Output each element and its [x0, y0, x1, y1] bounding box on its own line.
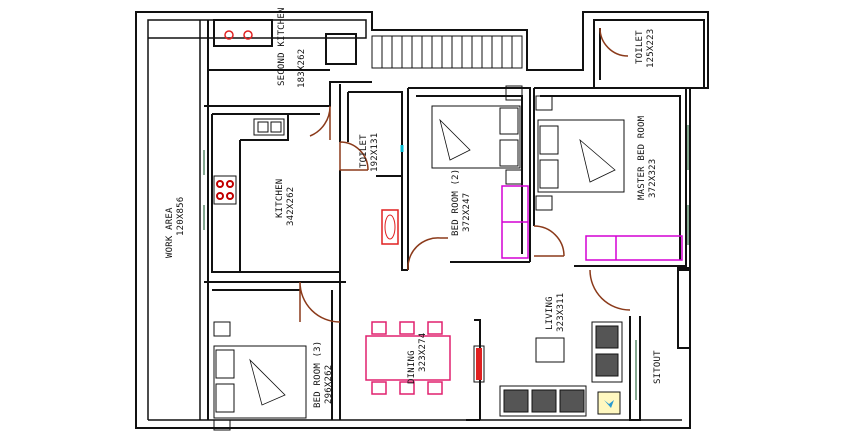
- size-bed-room-2: 372X247: [462, 193, 472, 232]
- living-sofa: [499, 321, 623, 417]
- hob: [213, 175, 237, 205]
- label-bed-room-2: BED ROOM (2): [451, 169, 461, 236]
- bed-room-2-bed: [431, 85, 523, 185]
- size-master-bed-room: 372X323: [648, 159, 658, 198]
- label-second-kitchen: SECOND KITCHEN: [277, 7, 287, 86]
- second-kitchen-stove: [224, 30, 253, 40]
- plant-icon: [597, 391, 621, 415]
- size-work-area: 120X856: [176, 197, 186, 236]
- label-bed-room-3: BED ROOM (3): [313, 341, 323, 408]
- label-toilet-common: TOILET: [359, 134, 369, 168]
- bathtub: [381, 209, 399, 245]
- size-bed-room-3: 296X262: [324, 365, 334, 404]
- size-toilet-common: 192X131: [370, 133, 380, 172]
- size-dining: 323X274: [418, 333, 428, 372]
- bed-room-3-bed: [213, 321, 307, 431]
- staircase: [371, 35, 523, 69]
- label-work-area: WORK AREA: [165, 207, 175, 258]
- label-master-bed-room: MASTER BED ROOM: [637, 115, 647, 200]
- size-second-kitchen: 183X262: [297, 49, 307, 88]
- walls: [135, 11, 709, 429]
- size-toilet-master: 125X223: [646, 29, 656, 68]
- master-bed: [535, 95, 625, 211]
- label-living: LIVING: [545, 296, 555, 330]
- bed-room-2-wardrobe: [501, 185, 529, 259]
- label-kitchen: KITCHEN: [275, 179, 285, 218]
- label-dining: DINING: [407, 350, 417, 384]
- label-toilet-master: TOILET: [635, 30, 645, 64]
- dining-table: [365, 321, 451, 395]
- kitchen-sink: [253, 118, 285, 136]
- tv-unit: [473, 345, 485, 383]
- door-swings: [299, 27, 631, 323]
- master-wardrobe: [585, 235, 683, 261]
- windows: [203, 125, 689, 400]
- room-labels: WORK AREA 120X856 SECOND KITCHEN 183X262…: [165, 7, 663, 408]
- label-sitout: SITOUT: [653, 350, 663, 384]
- size-living: 323X311: [556, 293, 566, 332]
- size-kitchen: 342X262: [286, 187, 296, 226]
